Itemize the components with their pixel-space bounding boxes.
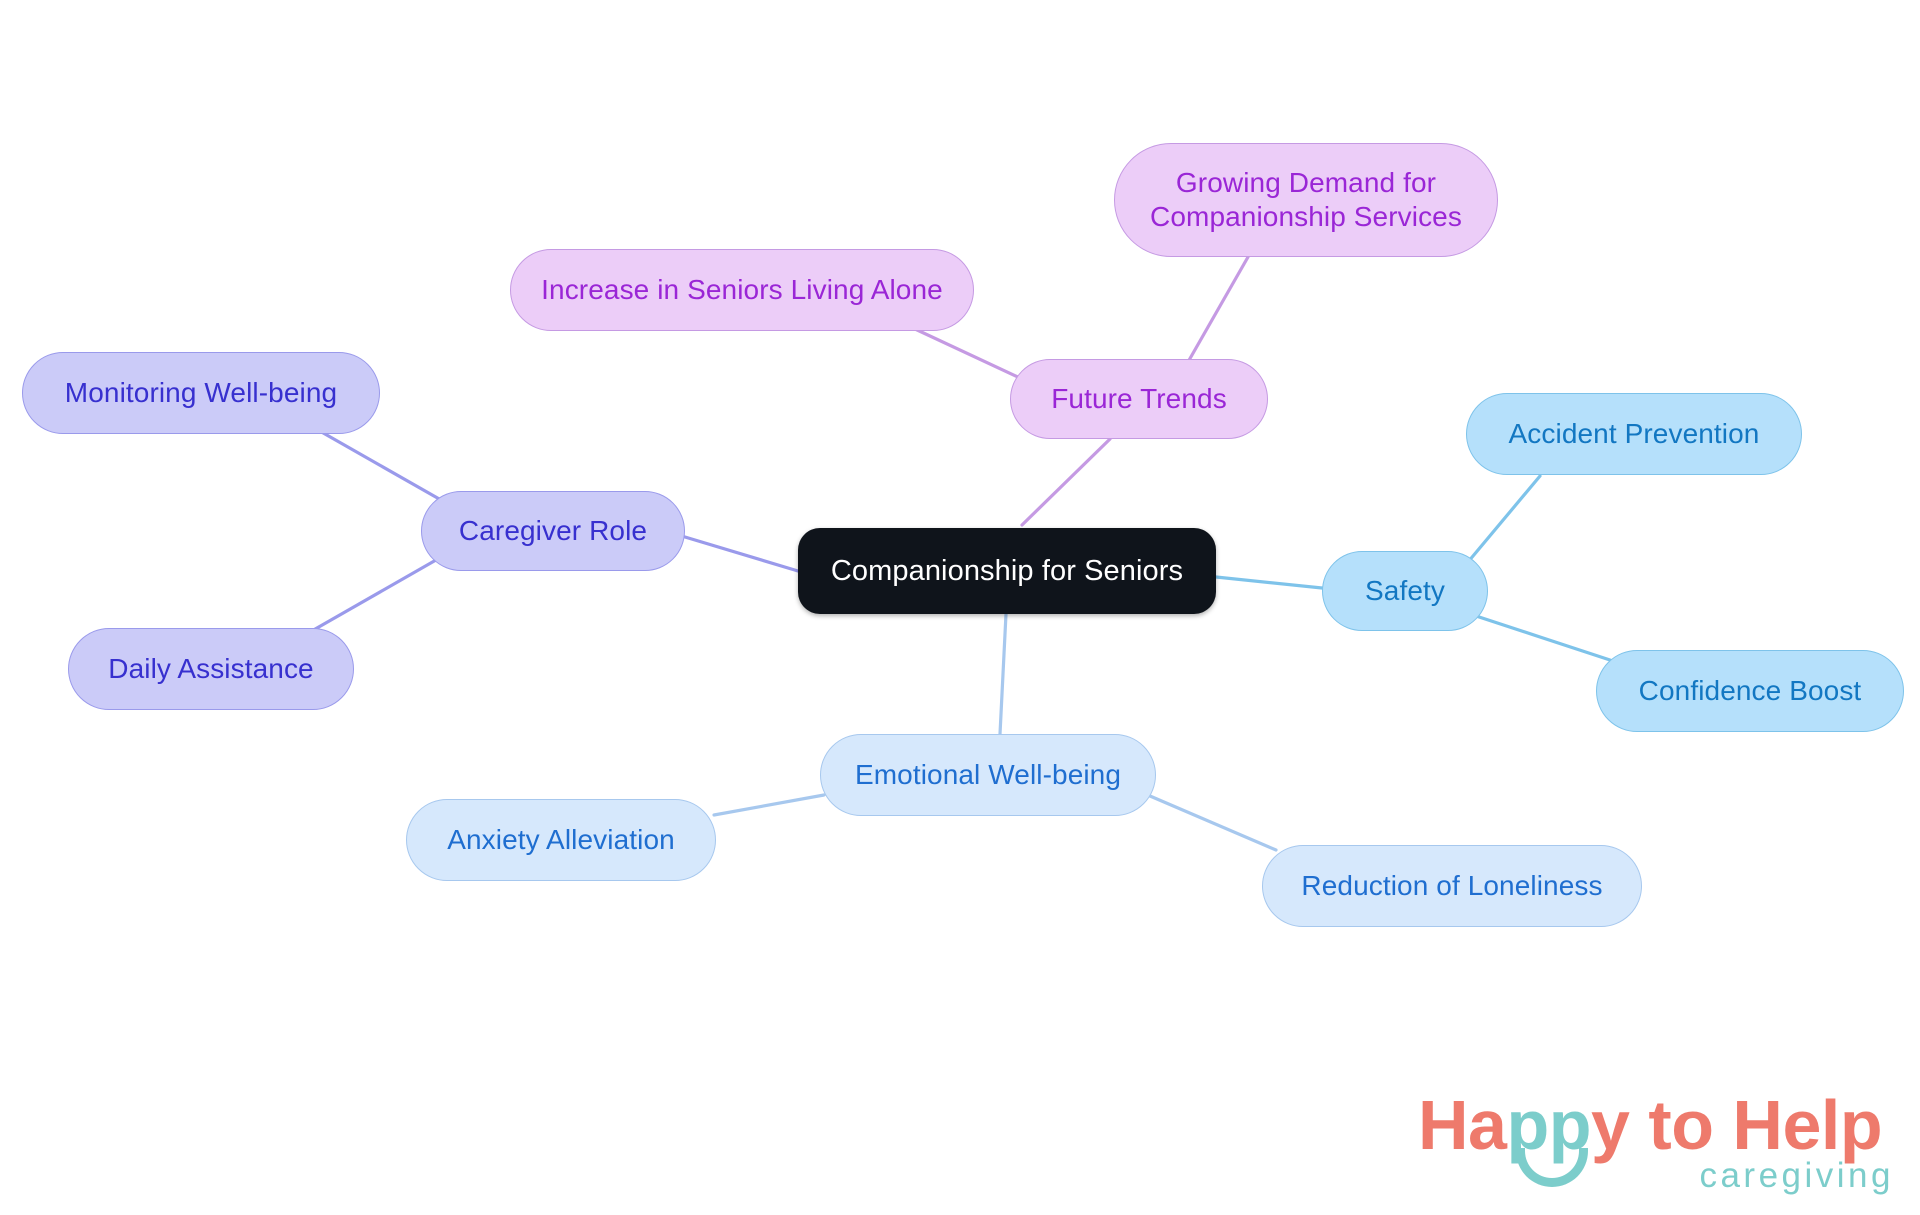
mindmap-node-label: Monitoring Well-being	[64, 377, 338, 409]
smile-icon	[1516, 1148, 1588, 1187]
mindmap-node-label: Future Trends	[1051, 383, 1227, 415]
mindmap-node-label: Accident Prevention	[1508, 418, 1760, 450]
mindmap-edge-emotional-well-being-to-anxiety-alleviation	[712, 793, 826, 817]
mindmap-branch-caregiver-role[interactable]: Caregiver Role	[421, 491, 685, 571]
mindmap-node-label: Safety	[1365, 575, 1445, 607]
mindmap-leaf-growing-demand-for-companionship-services[interactable]: Growing Demand for Companionship Service…	[1114, 143, 1498, 257]
mindmap-branch-future-trends[interactable]: Future Trends	[1010, 359, 1268, 439]
mindmap-root-node[interactable]: Companionship for Seniors	[798, 528, 1216, 614]
mindmap-node-label: Anxiety Alleviation	[447, 824, 675, 856]
mindmap-leaf-daily-assistance[interactable]: Daily Assistance	[68, 628, 354, 710]
mindmap-branch-safety[interactable]: Safety	[1322, 551, 1488, 631]
mindmap-leaf-accident-prevention[interactable]: Accident Prevention	[1466, 393, 1802, 475]
mindmap-node-label: Growing Demand for Companionship Service…	[1150, 166, 1462, 232]
mindmap-node-label: Increase in Seniors Living Alone	[541, 274, 943, 306]
brand-logo-wordmark: Happy to Help	[1418, 1090, 1883, 1160]
mindmap-edge-root-to-safety	[1214, 575, 1324, 590]
mindmap-root-label: Companionship for Seniors	[830, 554, 1184, 587]
mindmap-edge-root-to-caregiver-role	[683, 535, 800, 573]
mindmap-edge-root-to-future-trends	[1020, 437, 1112, 527]
mindmap-leaf-confidence-boost[interactable]: Confidence Boost	[1596, 650, 1904, 732]
mindmap-node-label: Caregiver Role	[458, 515, 648, 547]
mindmap-leaf-reduction-of-loneliness[interactable]: Reduction of Loneliness	[1262, 845, 1642, 927]
mindmap-edge-future-trends-to-growing-demand-for-companionship-services	[1186, 255, 1250, 364]
mindmap-edge-safety-to-accident-prevention	[1466, 474, 1542, 564]
mindmap-edge-safety-to-confidence-boost	[1468, 612, 1612, 662]
mindmap-branch-emotional-well-being[interactable]: Emotional Well-being	[820, 734, 1156, 816]
mindmap-node-label: Reduction of Loneliness	[1301, 870, 1603, 902]
mindmap-node-label: Daily Assistance	[108, 653, 314, 685]
mindmap-node-label: Emotional Well-being	[854, 759, 1122, 791]
mindmap-edge-emotional-well-being-to-reduction-of-loneliness	[1148, 794, 1278, 852]
mindmap-edge-caregiver-role-to-daily-assistance	[308, 558, 438, 634]
brand-logo-tagline: caregiving	[1699, 1156, 1894, 1195]
mindmap-edge-caregiver-role-to-monitoring-well-being	[316, 428, 443, 502]
mindmap-leaf-anxiety-alleviation[interactable]: Anxiety Alleviation	[406, 799, 716, 881]
brand-logo-y-to-help: y to Help	[1591, 1086, 1883, 1164]
brand-logo-ha: Ha	[1418, 1086, 1507, 1164]
mindmap-node-label: Confidence Boost	[1638, 675, 1862, 707]
mindmap-leaf-monitoring-well-being[interactable]: Monitoring Well-being	[22, 352, 380, 434]
mindmap-edge-root-to-emotional-well-being	[998, 612, 1008, 736]
brand-logo: Happy to Help caregiving	[1408, 1090, 1898, 1202]
mindmap-leaf-increase-in-seniors-living-alone[interactable]: Increase in Seniors Living Alone	[510, 249, 974, 331]
